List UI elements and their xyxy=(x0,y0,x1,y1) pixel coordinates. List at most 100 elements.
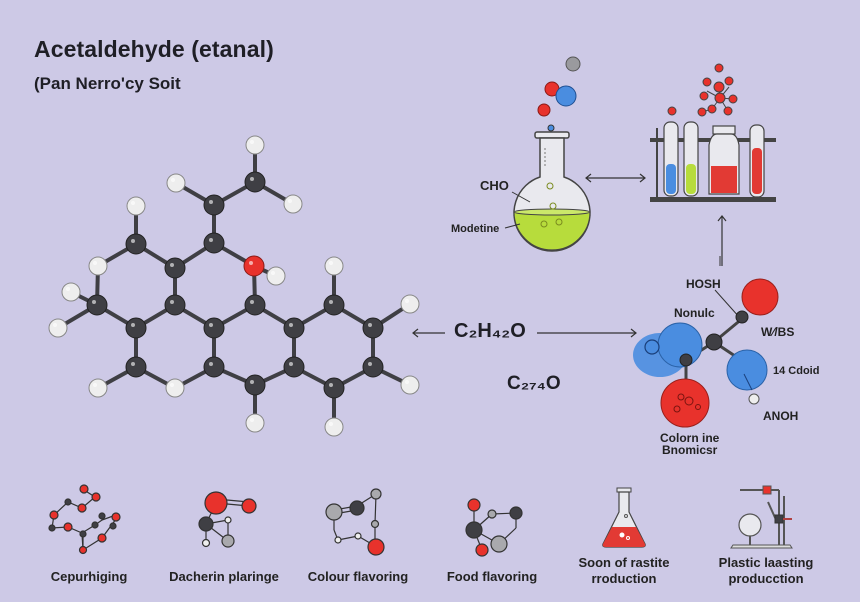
hydrogen-atom xyxy=(400,294,420,314)
carbon-atom xyxy=(203,317,225,339)
flask-label-modetine: Modetine xyxy=(451,223,500,235)
atom-highlight xyxy=(209,323,213,327)
hydrogen-atom xyxy=(266,266,286,286)
atom-highlight xyxy=(93,261,97,265)
model-label-colorn: Colorn ine xyxy=(660,431,720,445)
carbon-atom xyxy=(244,374,266,396)
molecule-chain-icon xyxy=(48,484,121,555)
atom-highlight xyxy=(329,422,333,426)
hydrogen-atom xyxy=(126,196,146,216)
formula-secondary: C₂₇₄O xyxy=(507,373,561,394)
atom-highlight xyxy=(170,263,174,267)
carbon-atom xyxy=(203,194,225,216)
carbon-atom xyxy=(203,232,225,254)
atom-highlight xyxy=(288,199,292,203)
hydrogen-atom xyxy=(61,282,81,302)
hydrogen-atom xyxy=(245,135,265,155)
atom-highlight xyxy=(289,362,293,366)
carbon-atom xyxy=(362,317,384,339)
round-flask-icon xyxy=(504,131,591,252)
atom-red xyxy=(537,103,551,117)
atom-highlight xyxy=(131,323,135,327)
molecule-small-icon xyxy=(198,491,257,548)
atom-highlight xyxy=(250,300,254,304)
hydrogen-atom xyxy=(324,256,344,276)
atom-highlight xyxy=(53,323,57,327)
carbon-atom xyxy=(203,356,225,378)
atom-highlight xyxy=(93,383,97,387)
atom-highlight xyxy=(66,287,70,291)
atom-highlight xyxy=(131,239,135,243)
atom-highlight xyxy=(170,300,174,304)
formula-main: C₂H₄₂O xyxy=(454,320,526,342)
carbon-atom xyxy=(283,317,305,339)
double-arrow-icon xyxy=(585,173,646,183)
atom-highlight xyxy=(271,271,275,275)
carbon-atom xyxy=(323,377,345,399)
page-title: Acetaldehyde (etanal) xyxy=(34,36,274,62)
atom-highlight xyxy=(170,383,174,387)
atom-highlight xyxy=(250,380,254,384)
app-caption-6-line2: producction xyxy=(728,571,804,586)
app-caption-2: Dacherin plaringe xyxy=(169,569,279,584)
app-caption-5-line1: Soon of rastite xyxy=(578,555,670,570)
page-subtitle: (Pan Nerro'cy Soit xyxy=(34,74,181,93)
carbon-atom xyxy=(244,294,266,316)
app-caption-6: Plastic laasting producction xyxy=(691,555,841,587)
atom-highlight xyxy=(250,177,254,181)
carbon-atom xyxy=(86,294,108,316)
hydrogen-atom xyxy=(165,378,185,398)
atom-highlight xyxy=(250,418,254,422)
lab-stand-icon xyxy=(730,485,793,549)
app-caption-6-line1: Plastic laasting xyxy=(718,555,814,570)
atom-highlight xyxy=(405,380,409,384)
atom-highlight xyxy=(289,323,293,327)
molecule-food-icon xyxy=(465,498,523,557)
carbon-atom xyxy=(125,233,147,255)
atom-highlight xyxy=(329,261,333,265)
carbon-atom xyxy=(125,356,147,378)
molecule-flavor-icon xyxy=(325,488,385,556)
app-caption-4: Food flavoring xyxy=(446,569,538,584)
atom-highlight xyxy=(249,261,253,265)
hydrogen-atom xyxy=(283,194,303,214)
carbon-atom xyxy=(362,356,384,378)
carbon-atom xyxy=(164,257,186,279)
carbon-atom xyxy=(125,317,147,339)
app-caption-5-line2: rroduction xyxy=(591,571,657,586)
test-tube-rack-icon xyxy=(650,121,776,202)
hydrogen-atom xyxy=(48,318,68,338)
app-caption-3: Colour flavoring xyxy=(307,569,409,584)
atom-blue xyxy=(555,85,577,107)
carbon-atom xyxy=(283,356,305,378)
atom-highlight xyxy=(131,362,135,366)
hydrogen-atom xyxy=(88,378,108,398)
atom-gray xyxy=(565,56,581,72)
atom-highlight xyxy=(209,200,213,204)
flask-label-cho: CHO xyxy=(480,178,509,193)
hydrogen-atom xyxy=(88,256,108,276)
model-label-wbs: W⁄/BS xyxy=(761,325,795,339)
erlenmeyer-flask-icon xyxy=(602,487,646,548)
atom-highlight xyxy=(250,140,254,144)
carbon-atom xyxy=(323,294,345,316)
hydrogen-atom xyxy=(245,413,265,433)
model-label-cdoid: 14 Cdoid xyxy=(773,365,820,377)
atom-highlight xyxy=(131,201,135,205)
atom-highlight xyxy=(329,383,333,387)
app-caption-1: Cepurhiging xyxy=(50,569,128,584)
molecule-cluster-icon xyxy=(667,63,738,117)
atom-highlight xyxy=(368,323,372,327)
app-caption-5: Soon of rastite rroduction xyxy=(549,555,699,587)
atom-highlight xyxy=(171,178,175,182)
atom-highlight xyxy=(92,300,96,304)
carbon-atom xyxy=(164,294,186,316)
atom-highlight xyxy=(209,362,213,366)
hydrogen-atom xyxy=(400,375,420,395)
atom-highlight xyxy=(209,238,213,242)
